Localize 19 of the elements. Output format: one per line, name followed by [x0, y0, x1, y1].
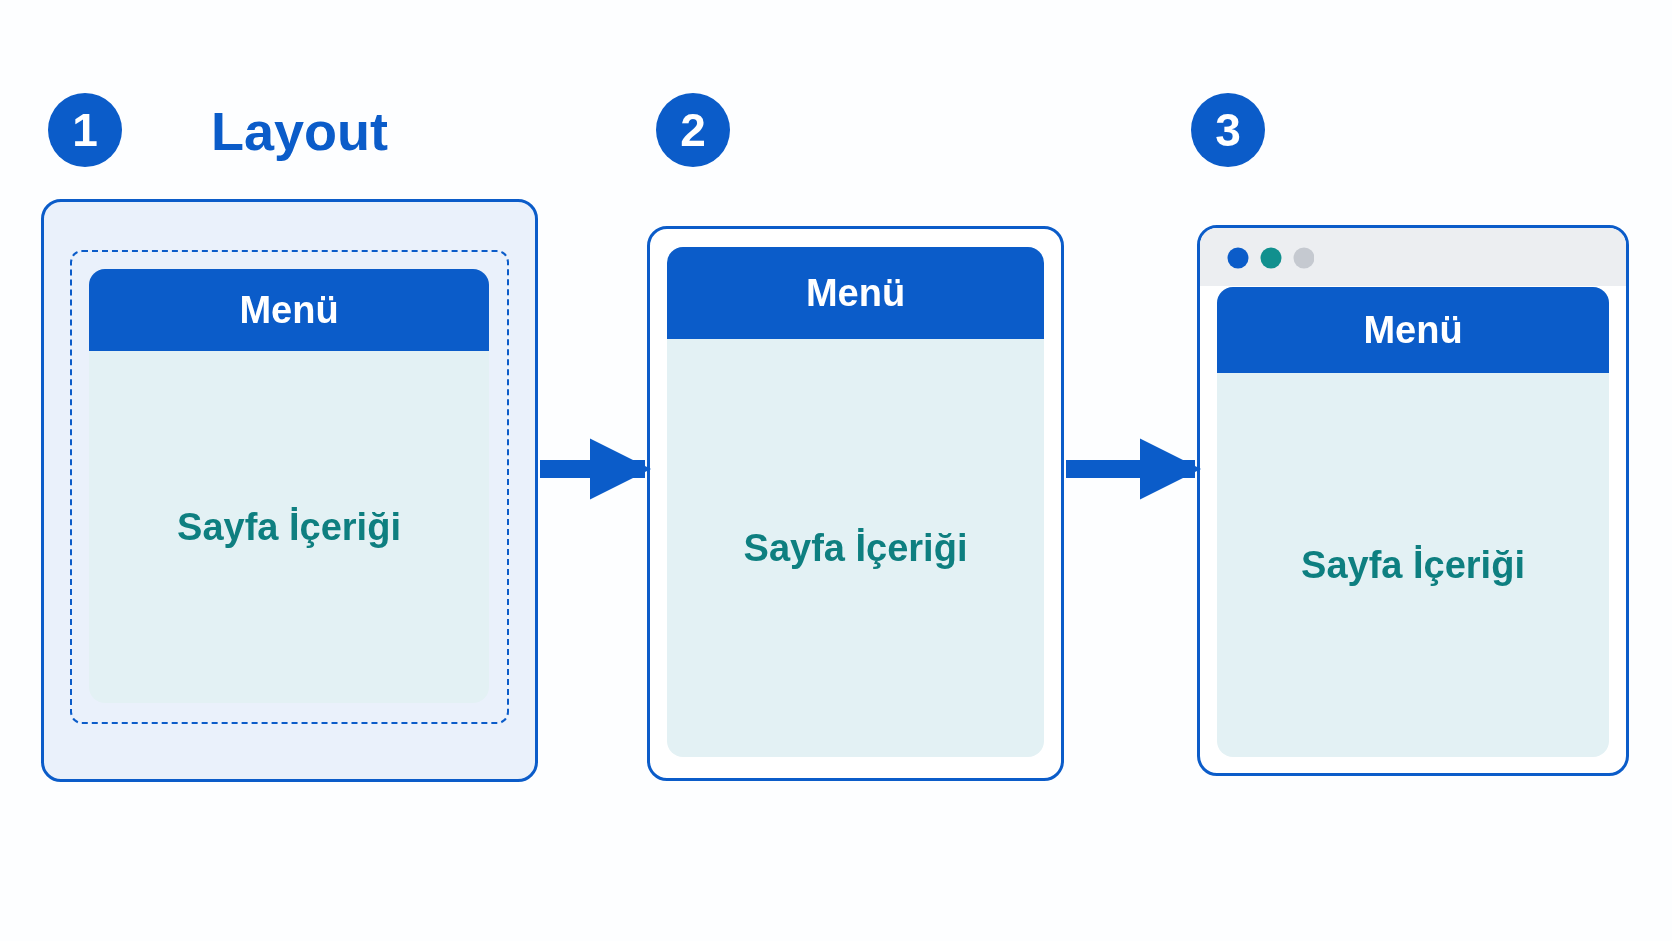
- page-card: [1217, 287, 1609, 757]
- panel-frame: [1197, 225, 1629, 776]
- step-number-badge: 2: [656, 93, 730, 167]
- arrow: [1066, 438, 1202, 500]
- panel-frame: [647, 226, 1064, 781]
- step-number-badge: 1: [48, 93, 122, 167]
- heading-text: Layout: [211, 100, 388, 162]
- menu-bar: Menü: [667, 247, 1044, 339]
- dashed-layout-frame: [70, 250, 509, 724]
- page-content-text: Sayfa İçeriği: [1301, 543, 1525, 587]
- page-card: [667, 247, 1044, 757]
- page-content-text: Sayfa İçeriği: [743, 526, 968, 570]
- panel-frame: [41, 199, 538, 782]
- menu-bar: Menü: [89, 269, 489, 351]
- step-number-badge: 3: [1191, 93, 1265, 167]
- page-card: [89, 269, 489, 703]
- menu-bar: Menü: [1217, 287, 1609, 373]
- arrow: [540, 438, 652, 500]
- page-content-text: Sayfa İçeriği: [177, 505, 401, 549]
